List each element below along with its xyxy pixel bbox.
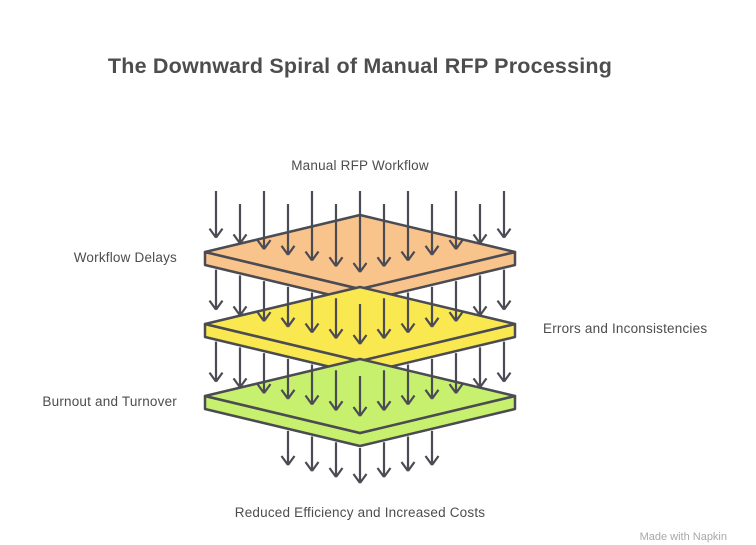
down-arrow: [448, 353, 464, 394]
down-arrow: [472, 204, 488, 244]
down-arrow: [400, 292, 416, 334]
layer-label-burnout-turnover: Burnout and Turnover: [42, 394, 177, 409]
down-arrow: [400, 364, 416, 406]
down-arrow: [352, 191, 368, 273]
down-arrow: [256, 281, 272, 322]
down-arrow: [472, 347, 488, 388]
down-arrow: [424, 204, 440, 256]
layer-label-workflow-delays: Workflow Delays: [74, 250, 177, 265]
down-arrow: [208, 269, 224, 311]
down-arrow: [496, 341, 512, 383]
down-arrow: [256, 191, 272, 250]
down-arrow: [448, 281, 464, 322]
watermark: Made with Napkin: [640, 531, 727, 543]
down-arrow: [280, 358, 296, 400]
down-arrow: [328, 298, 344, 339]
down-arrow: [352, 304, 368, 345]
down-arrow: [472, 275, 488, 316]
down-arrow: [328, 204, 344, 267]
down-arrow: [424, 430, 440, 466]
down-arrow: [304, 292, 320, 334]
down-arrow: [400, 191, 416, 262]
down-arrow: [352, 376, 368, 417]
down-arrow: [208, 341, 224, 383]
layer-label-errors-inconsistencies: Errors and Inconsistencies: [543, 321, 707, 336]
down-arrow: [352, 448, 368, 484]
down-arrow: [304, 191, 320, 262]
page-title: The Downward Spiral of Manual RFP Proces…: [108, 54, 612, 78]
down-arrow: [280, 286, 296, 328]
flow-arrows: [208, 191, 512, 484]
down-arrow: [400, 436, 416, 472]
down-arrow: [208, 191, 224, 239]
down-arrow: [496, 269, 512, 311]
down-arrow: [328, 442, 344, 478]
down-arrow: [424, 286, 440, 328]
down-arrow: [304, 364, 320, 406]
bottom-label: Reduced Efficiency and Increased Costs: [235, 505, 486, 520]
down-arrow: [448, 191, 464, 250]
down-arrow: [232, 347, 248, 388]
down-arrow: [376, 370, 392, 411]
down-arrow: [304, 436, 320, 472]
down-arrow: [376, 298, 392, 339]
down-arrow: [280, 430, 296, 466]
down-arrow: [424, 358, 440, 400]
down-arrow: [328, 370, 344, 411]
down-arrow: [496, 191, 512, 239]
down-arrow: [280, 204, 296, 256]
down-arrow: [256, 353, 272, 394]
top-label: Manual RFP Workflow: [291, 158, 429, 173]
down-arrow: [232, 275, 248, 316]
down-arrow: [376, 442, 392, 478]
down-arrow: [232, 204, 248, 244]
down-arrow: [376, 204, 392, 267]
